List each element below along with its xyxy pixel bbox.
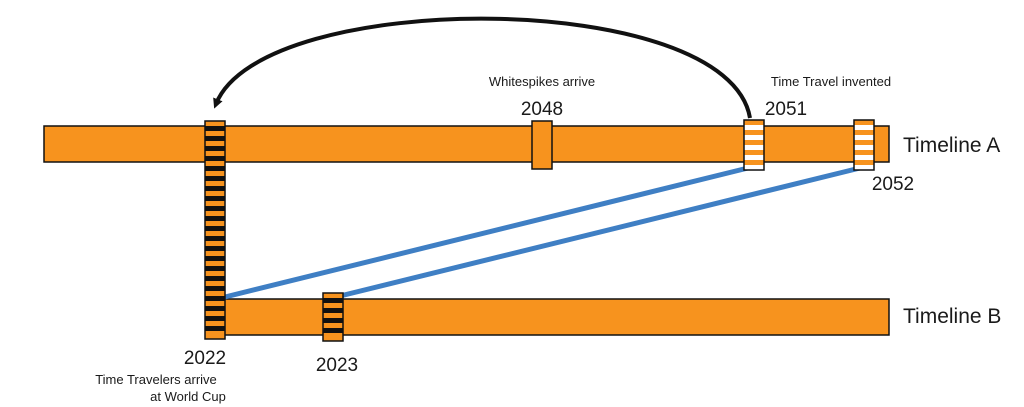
event-2022-marker-stripe — [205, 306, 225, 311]
event-2022-marker-stripe — [205, 176, 225, 181]
event-2051-marker-stripe — [744, 125, 764, 130]
event-2051-marker-stripe — [744, 135, 764, 140]
timeline-b-bar — [221, 298, 890, 336]
event-2051-marker-stripe — [744, 145, 764, 150]
event-2052-marker — [853, 119, 875, 171]
event-2022-marker-stripe — [205, 316, 225, 321]
year-2052: 2052 — [872, 174, 914, 195]
event-2022-marker-stripe — [205, 246, 225, 251]
event-2023-marker-stripe — [323, 328, 343, 333]
event-2051-marker — [743, 119, 765, 171]
event-2022-marker-stripe — [205, 126, 225, 131]
event-2052-marker-stripe — [854, 145, 874, 150]
whitespikes-caption: Whitespikes arrive — [489, 74, 595, 89]
event-2022-marker-stripe — [205, 286, 225, 291]
year-2051: 2051 — [765, 99, 807, 120]
event-2022-marker-stripe — [205, 166, 225, 171]
event-2048-marker — [531, 120, 553, 170]
time-travel-caption: Time Travel invented — [771, 74, 891, 89]
event-2023-marker-stripe — [323, 298, 343, 303]
event-2051-marker-outline — [743, 119, 765, 171]
timeline-b-label: Timeline B — [903, 305, 1001, 328]
timeline-a-label: Timeline A — [903, 134, 1000, 157]
event-2023-marker-stripe — [323, 308, 343, 313]
year-2023: 2023 — [316, 355, 358, 376]
event-2023-marker-outline — [322, 292, 344, 342]
event-2052-marker-stripe — [854, 165, 874, 170]
event-2023-marker — [322, 292, 344, 342]
event-2052-marker-stripe — [854, 135, 874, 140]
event-2052-marker-stripe — [854, 125, 874, 130]
event-2022-marker — [204, 120, 226, 340]
event-2052-marker-outline — [853, 119, 875, 171]
year-2022: 2022 — [184, 348, 226, 369]
event-2022-marker-stripe — [205, 256, 225, 261]
event-2022-marker-stripe — [205, 186, 225, 191]
world-cup-caption-line-1: Time Travelers arrive — [95, 372, 217, 387]
event-2052-marker-stripe — [854, 155, 874, 160]
event-2022-marker-stripe — [205, 156, 225, 161]
event-2022-marker-stripe — [205, 276, 225, 281]
event-2022-marker-stripe — [205, 296, 225, 301]
event-2022-marker-outline — [204, 120, 226, 340]
event-2022-marker-stripe — [205, 236, 225, 241]
event-2022-marker-stripe — [205, 266, 225, 271]
event-2051-marker-stripe — [744, 165, 764, 170]
event-2022-marker-stripe — [205, 136, 225, 141]
link-2052-to-2023 — [333, 165, 863, 300]
event-2022-marker-stripe — [205, 326, 225, 331]
world-cup-caption-line-2: at World Cup — [150, 389, 226, 404]
year-2048: 2048 — [521, 99, 563, 120]
event-2023-marker-stripe — [323, 318, 343, 323]
event-2022-marker-stripe — [205, 196, 225, 201]
event-2051-marker-stripe — [744, 155, 764, 160]
link-2051-to-2022 — [222, 165, 751, 300]
event-2022-marker-stripe — [205, 216, 225, 221]
event-2022-marker-stripe — [205, 206, 225, 211]
time-travel-arrow — [213, 16, 752, 119]
event-2022-marker-stripe — [205, 226, 225, 231]
event-2022-marker-stripe — [205, 146, 225, 151]
